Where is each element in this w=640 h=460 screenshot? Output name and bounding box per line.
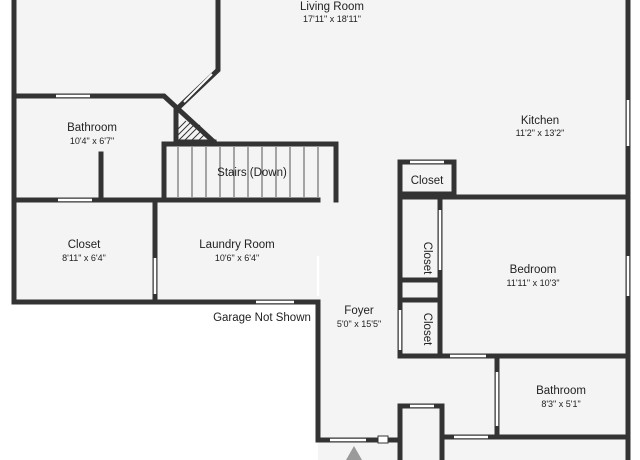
room-label-closet-vertical-2: Closet: [421, 313, 433, 346]
room-label-laundry: Laundry Room 10'6" x 6'4": [199, 239, 274, 263]
room-label-foyer: Foyer 5'0" x 15'5": [337, 305, 381, 329]
room-label-bathroom-upper: Bathroom 10'4" x 6'7": [67, 122, 117, 146]
room-name: Laundry Room: [199, 239, 274, 251]
room-dimensions: 8'11" x 6'4": [62, 253, 106, 263]
room-name: Foyer: [344, 305, 374, 317]
room-label-kitchen: Kitchen 11'2" x 13'2": [516, 115, 565, 138]
room-label-bathroom-lower: Bathroom 8'3" x 5'1": [536, 385, 586, 409]
room-label-closet-left: Closet 8'11" x 6'4": [62, 239, 106, 263]
room-name: Closet: [421, 242, 433, 275]
room-dimensions: 10'4" x 6'7": [70, 136, 114, 146]
room-name: Bathroom: [536, 385, 586, 397]
room-dimensions: 17'11" x 18'11": [303, 14, 361, 24]
windows: [56, 94, 630, 442]
room-label-closet-small: Closet: [411, 175, 444, 187]
room-name: Kitchen: [521, 115, 559, 127]
door-threshold: [377, 435, 389, 444]
room-dimensions: 8'3" x 5'1": [541, 399, 580, 409]
room-name: Closet: [421, 313, 433, 346]
room-label-living-room: Living Room 17'11" x 18'11": [300, 1, 364, 24]
room-label-closet-vertical-1: Closet: [421, 242, 433, 275]
stair-treads: [177, 147, 319, 197]
room-dimensions: 11'2" x 13'2": [516, 128, 565, 138]
room-name: Closet: [411, 175, 444, 187]
room-label-stairs: Stairs (Down): [217, 167, 287, 179]
room-name: Stairs (Down): [217, 167, 287, 179]
diagonal-window: [183, 73, 213, 103]
floor-fill: [14, 0, 628, 460]
room-name: Bedroom: [510, 264, 557, 276]
garage-note: Garage Not Shown: [213, 312, 311, 324]
room-dimensions: 10'6" x 6'4": [215, 253, 259, 263]
entry-arrow-icon: [346, 446, 362, 460]
room-name: Living Room: [300, 1, 364, 13]
room-dimensions: 11'11" x 10'3": [506, 278, 559, 288]
room-label-bedroom: Bedroom 11'11" x 10'3": [506, 264, 559, 288]
room-dimensions: 5'0" x 15'5": [337, 319, 381, 329]
room-name: Closet: [68, 239, 101, 251]
room-name: Bathroom: [67, 122, 117, 134]
